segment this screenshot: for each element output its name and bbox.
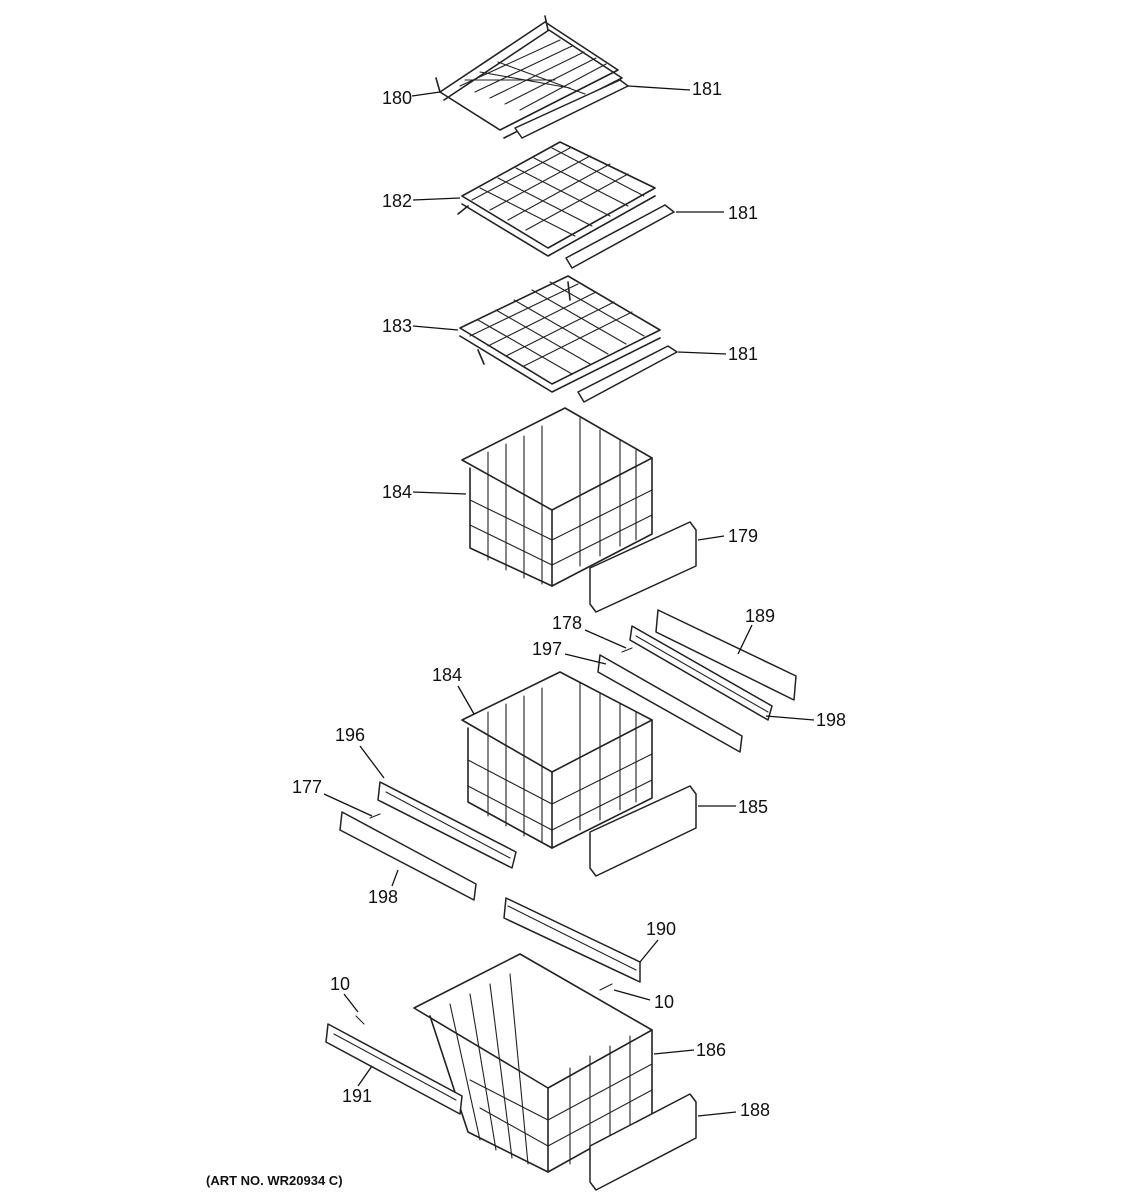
label-196: 196 xyxy=(335,725,365,745)
label-190: 190 xyxy=(646,919,676,939)
label-198-a: 198 xyxy=(816,710,846,730)
drawer-front-188 xyxy=(589,1093,697,1191)
rail-191 xyxy=(325,1023,463,1115)
label-182: 182 xyxy=(382,191,412,211)
label-185: 185 xyxy=(738,797,768,817)
label-178: 178 xyxy=(552,613,582,633)
label-10-b: 10 xyxy=(654,992,674,1012)
label-181-b: 181 xyxy=(728,203,758,223)
part-labels: 180 181 182 181 183 181 184 179 178 189 … xyxy=(206,79,846,1188)
label-191: 191 xyxy=(342,1086,372,1106)
label-197: 197 xyxy=(532,639,562,659)
trim-181-c xyxy=(577,345,678,403)
label-10-a: 10 xyxy=(330,974,350,994)
screw-10-right xyxy=(599,983,613,991)
art-number: (ART NO. WR20934 C) xyxy=(206,1173,343,1188)
label-188: 188 xyxy=(740,1100,770,1120)
shelf-182 xyxy=(457,141,656,257)
basket-184-middle xyxy=(461,671,653,849)
label-184-a: 184 xyxy=(382,482,412,502)
screw-178 xyxy=(621,647,633,653)
drawer-front-185 xyxy=(589,785,697,877)
label-179: 179 xyxy=(728,526,758,546)
label-177: 177 xyxy=(292,777,322,797)
label-181-a: 181 xyxy=(692,79,722,99)
basket-184-upper xyxy=(461,407,653,587)
screw-10-left xyxy=(355,1015,365,1025)
rail-197 xyxy=(597,654,743,753)
screw-177 xyxy=(369,813,381,819)
label-186: 186 xyxy=(696,1040,726,1060)
label-189: 189 xyxy=(745,606,775,626)
label-184-b: 184 xyxy=(432,665,462,685)
rail-189 xyxy=(655,609,797,701)
rail-190 xyxy=(503,897,641,983)
leader-lines xyxy=(323,85,815,1117)
shelf-183 xyxy=(459,275,661,393)
shelf-180 xyxy=(435,15,623,139)
slide-198-right xyxy=(629,625,773,721)
trim-181-b xyxy=(565,204,675,269)
label-198-b: 198 xyxy=(368,887,398,907)
label-181-c: 181 xyxy=(728,344,758,364)
label-183: 183 xyxy=(382,316,412,336)
drawer-front-179 xyxy=(589,521,697,613)
rail-198-left xyxy=(339,811,477,901)
basket-186 xyxy=(413,953,653,1173)
slide-196 xyxy=(377,781,517,869)
label-180: 180 xyxy=(382,88,412,108)
